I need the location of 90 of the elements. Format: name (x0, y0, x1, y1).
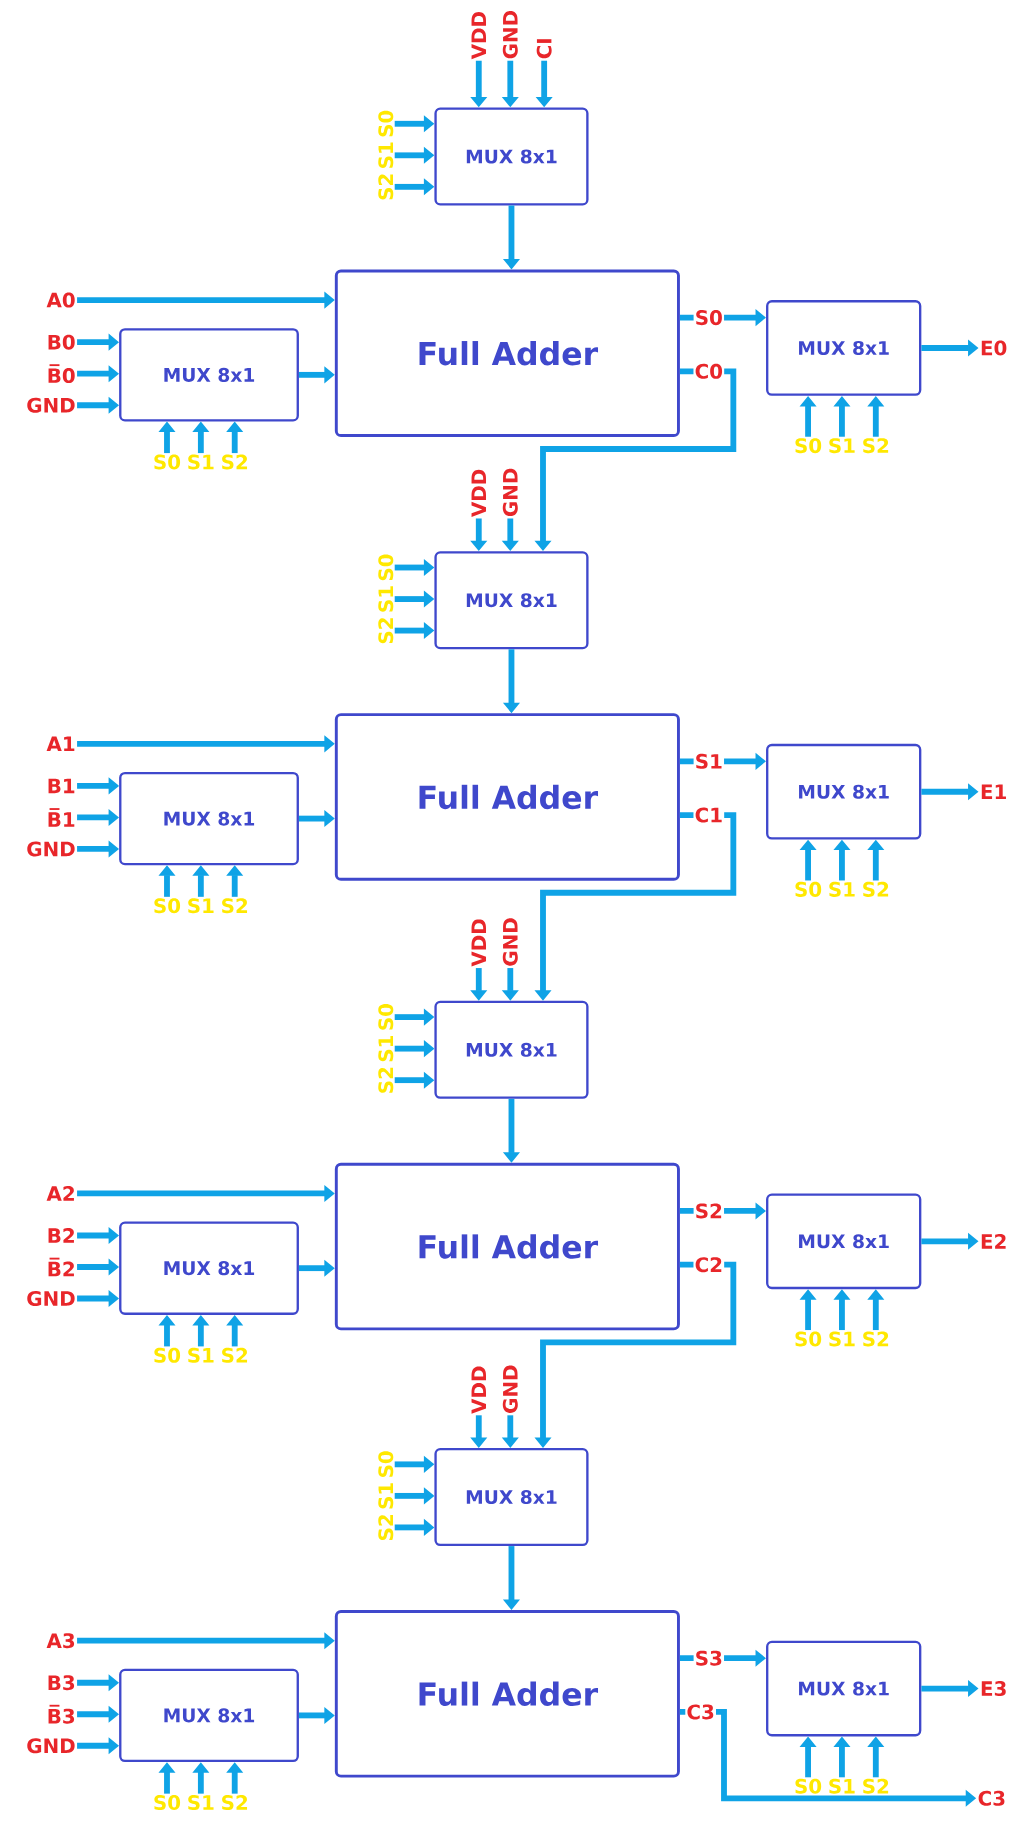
full-adder-box: Full Adder (334, 713, 680, 881)
select-label: S0 (154, 1347, 181, 1363)
mux-box: MUX 8x1 (119, 1221, 299, 1315)
mux-box: MUX 8x1 (766, 1193, 922, 1290)
select-label: S2 (378, 618, 394, 644)
input-label: B̅0 (48, 364, 75, 384)
output-label: E1 (981, 784, 1006, 799)
input-label: VDD (471, 469, 486, 517)
input-label: CI (536, 39, 552, 59)
mux-box: MUX 8x1 (434, 1000, 589, 1099)
input-label: A1 (46, 736, 75, 752)
full-adder-box: Full Adder (334, 1162, 680, 1331)
select-label: S1 (829, 438, 855, 454)
output-label: C3 (978, 1790, 1005, 1806)
input-label: VDD (471, 919, 486, 967)
mux-box: MUX 8x1 (119, 771, 299, 866)
select-label: S2 (222, 1795, 247, 1811)
input-label: B̅2 (48, 1257, 74, 1277)
output-label: E0 (981, 340, 1007, 356)
select-label: S2 (222, 454, 247, 470)
input-label: VDD (471, 1366, 486, 1414)
edge-label: C2 (693, 1256, 725, 1274)
input-label: GND (502, 468, 518, 517)
input-label: B0 (48, 334, 75, 350)
select-label: S0 (378, 554, 394, 581)
input-label: B3 (48, 1675, 75, 1691)
select-label: S1 (829, 1778, 855, 1794)
select-label: S2 (863, 438, 889, 454)
mux-box: MUX 8x1 (434, 107, 589, 206)
select-label: S2 (378, 174, 394, 200)
select-label: S2 (222, 1347, 247, 1363)
input-label: GND (27, 841, 75, 857)
select-label: S0 (154, 454, 181, 470)
input-label: GND (27, 1738, 75, 1754)
mux-box: MUX 8x1 (766, 1640, 922, 1737)
select-label: S0 (154, 1795, 181, 1811)
select-label: S2 (378, 1067, 394, 1093)
edge-label: C0 (693, 362, 725, 380)
edge-label: S0 (693, 308, 724, 327)
select-label: S1 (188, 1347, 214, 1363)
select-label: S1 (188, 1795, 214, 1811)
select-label: S0 (795, 881, 822, 897)
select-label: S0 (795, 1778, 822, 1794)
edge-label: S2 (693, 1202, 724, 1220)
select-label: S1 (378, 142, 394, 168)
full-adder-box: Full Adder (334, 269, 680, 438)
mux-box: MUX 8x1 (434, 551, 589, 650)
input-label: B̅1 (48, 808, 75, 827)
input-label: GND (27, 1291, 75, 1307)
input-label: B1 (48, 778, 75, 794)
select-label: S2 (222, 898, 247, 914)
select-label: S1 (188, 898, 214, 914)
select-label: S0 (378, 110, 394, 137)
input-label: GND (27, 397, 75, 413)
input-label: A2 (46, 1186, 74, 1201)
select-label: S2 (378, 1515, 394, 1541)
mux-box: MUX 8x1 (766, 300, 922, 396)
output-label: E2 (981, 1233, 1006, 1249)
select-label: S0 (378, 1004, 394, 1030)
mux-box: MUX 8x1 (434, 1448, 589, 1547)
full-adder-box: Full Adder (334, 1610, 680, 1778)
select-label: S2 (863, 1331, 889, 1347)
select-label: S0 (795, 1331, 822, 1347)
select-label: S2 (863, 881, 889, 897)
select-label: S1 (378, 1035, 394, 1062)
select-label: S1 (829, 1331, 855, 1347)
edge-label: S1 (693, 752, 724, 771)
select-label: S1 (829, 881, 855, 897)
input-label: A0 (46, 292, 75, 308)
select-label: S0 (378, 1451, 394, 1477)
mux-box: MUX 8x1 (766, 743, 922, 840)
mux-box: MUX 8x1 (119, 328, 299, 422)
select-label: S1 (188, 454, 214, 470)
input-label: A3 (46, 1633, 75, 1649)
input-label: GND (502, 918, 518, 966)
select-label: S2 (863, 1778, 889, 1794)
mux-box: MUX 8x1 (119, 1668, 299, 1763)
edge-label: S3 (693, 1649, 724, 1667)
input-label: VDD (471, 12, 486, 60)
input-label: B̅3 (48, 1704, 75, 1724)
select-label: S0 (154, 898, 181, 914)
input-label: B2 (48, 1228, 74, 1243)
edge-label: C3 (685, 1703, 716, 1721)
select-label: S1 (378, 586, 394, 612)
edge-label: C1 (693, 806, 725, 824)
output-label: E3 (981, 1681, 1006, 1697)
input-label: GND (502, 1365, 518, 1413)
select-label: S0 (795, 438, 822, 454)
input-label: GND (502, 10, 518, 59)
select-label: S1 (378, 1483, 394, 1509)
